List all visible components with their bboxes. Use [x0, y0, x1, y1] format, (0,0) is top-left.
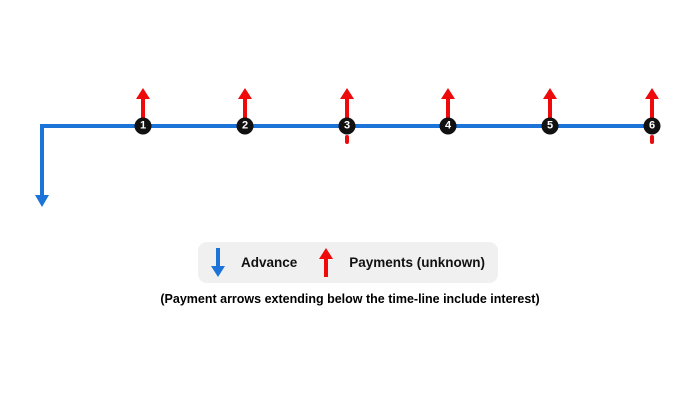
- timeline-node-number: 5: [541, 117, 559, 135]
- advance-arrow-down-icon: [35, 195, 49, 207]
- interest-stub-below-line: [345, 135, 349, 144]
- legend-label-advance: Advance: [240, 255, 298, 270]
- timeline-node-number: 4: [439, 117, 457, 135]
- payment-up-arrow-icon: [441, 88, 455, 118]
- timeline-node-number: 1: [134, 117, 152, 135]
- payment-up-arrow-icon: [543, 88, 557, 118]
- payment-up-arrow-icon: [645, 88, 659, 118]
- diagram-caption: (Payment arrows extending below the time…: [160, 292, 540, 306]
- timeline-node-number: 3: [338, 117, 356, 135]
- advance-arrow-shaft: [40, 124, 44, 196]
- interest-stub-below-line: [650, 135, 654, 144]
- legend: Advance Payments (unknown): [198, 242, 498, 283]
- down-arrow-icon: [210, 248, 225, 277]
- legend-label-payments: Payments (unknown): [349, 255, 486, 270]
- payment-up-arrow-icon: [136, 88, 150, 118]
- timeline-node-number: 6: [643, 117, 661, 135]
- payment-up-arrow-icon: [340, 88, 354, 118]
- payment-up-arrow-icon: [238, 88, 252, 118]
- up-arrow-icon: [319, 248, 334, 277]
- legend-item-payments: Payments (unknown): [319, 248, 485, 277]
- legend-item-advance: Advance: [210, 248, 298, 277]
- timeline-node-number: 2: [236, 117, 254, 135]
